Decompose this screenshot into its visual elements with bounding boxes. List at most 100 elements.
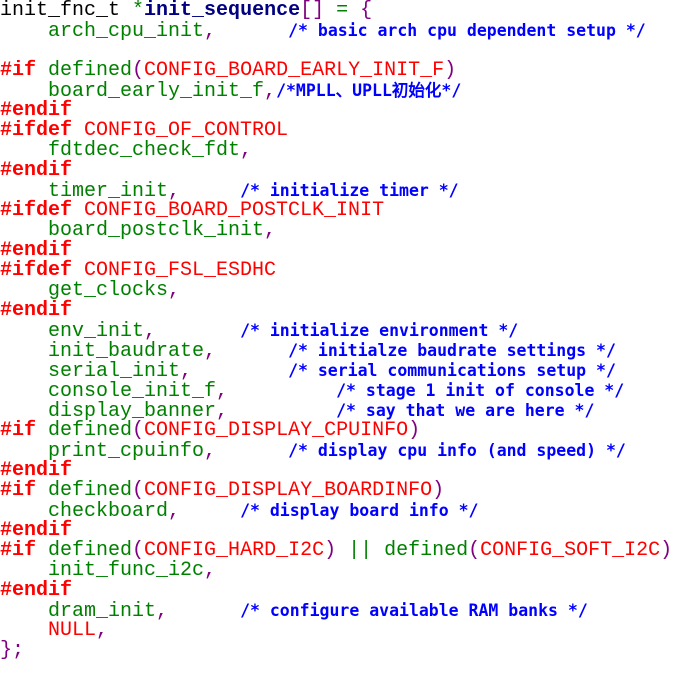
code-line	[0, 41, 672, 61]
code-text	[216, 20, 288, 43]
punctuation: )	[432, 479, 445, 502]
code-editor[interactable]: init_fnc_t *init_sequence[] = { arch_cpu…	[0, 1, 672, 661]
code-line: #ifdef CONFIG_FSL_ESDHC	[0, 261, 672, 281]
macro-name: CONFIG_DISPLAY_CPUINFO	[144, 419, 409, 442]
punctuation: )	[660, 539, 673, 562]
function-name: console_init_f	[0, 380, 217, 403]
function-name: *	[132, 0, 145, 22]
macro-name: CONFIG_SOFT_I2C	[480, 539, 661, 562]
function-name: init_func_i2c	[0, 559, 205, 582]
punctuation: ,	[168, 500, 181, 523]
code-line: display_banner, /* say that we are here …	[0, 400, 672, 423]
code-line: fdtdec_check_fdt,	[0, 141, 672, 161]
code-line: serial_init, /* serial communications se…	[0, 360, 672, 383]
code-line: timer_init, /* initialize timer */	[0, 180, 672, 203]
function-name: get_clocks	[0, 279, 169, 302]
punctuation: ,	[168, 279, 181, 302]
code-line: #endif	[0, 161, 672, 181]
preprocessor-directive: #if	[0, 539, 37, 562]
function-name: init_baudrate	[0, 340, 205, 363]
code-line: init_fnc_t *init_sequence[] = {	[0, 1, 672, 21]
comment: /* say that we are here */	[336, 401, 595, 420]
code-line: arch_cpu_init, /* basic arch cpu depende…	[0, 20, 672, 43]
comment: /* initialize environment */	[240, 321, 519, 340]
function-name: defined	[36, 539, 133, 562]
comment: /* stage 1 init of console */	[336, 381, 625, 400]
preprocessor-directive: #endif	[0, 239, 73, 262]
preprocessor-directive: #endif	[0, 99, 73, 122]
comment: /* initialize timer */	[240, 181, 459, 200]
function-name: env_init	[0, 320, 145, 343]
macro-name: CONFIG_HARD_I2C	[144, 539, 325, 562]
punctuation: (	[132, 479, 145, 502]
preprocessor-directive: #if	[0, 479, 37, 502]
code-line: console_init_f, /* stage 1 init of conso…	[0, 380, 672, 403]
punctuation: ,	[264, 80, 277, 103]
punctuation: ,	[216, 400, 229, 423]
code-line: #endif	[0, 581, 672, 601]
function-name: defined	[36, 479, 133, 502]
punctuation: )	[444, 59, 457, 82]
code-line: board_postclk_init,	[0, 221, 672, 241]
function-name: board_early_init_f	[0, 80, 265, 103]
function-name: print_cpuinfo	[0, 440, 205, 463]
punctuation: ,	[204, 340, 217, 363]
function-name: =	[324, 0, 361, 22]
code-line: #endif	[0, 521, 672, 541]
punctuation: (	[132, 539, 145, 562]
punctuation: ,	[180, 360, 193, 383]
preprocessor-directive: #endif	[0, 519, 73, 542]
punctuation: ,	[216, 380, 229, 403]
punctuation: []	[300, 0, 325, 22]
comment: /* initialze baudrate settings */	[288, 341, 616, 360]
function-name: arch_cpu_init	[0, 20, 205, 43]
comment: /* display cpu info (and speed) */	[288, 441, 626, 460]
code-line: init_baudrate, /* initialze baudrate set…	[0, 340, 672, 363]
comment: /*MPLL、UPLL初始化*/	[276, 81, 462, 100]
preprocessor-directive: #endif	[0, 459, 73, 482]
function-name: board_postclk_init	[0, 219, 265, 242]
code-line: #if defined(CONFIG_HARD_I2C) || defined(…	[0, 541, 672, 561]
macro-name: CONFIG_FSL_ESDHC	[72, 259, 277, 282]
function-name: defined	[36, 419, 133, 442]
punctuation: ,	[156, 600, 169, 623]
preprocessor-directive: #ifdef	[0, 259, 73, 282]
code-line: #endif	[0, 241, 672, 261]
punctuation: )	[324, 539, 337, 562]
code-text	[180, 500, 240, 523]
punctuation: (	[132, 419, 145, 442]
punctuation: {	[360, 0, 373, 22]
code-line: NULL,	[0, 621, 672, 641]
function-name: serial_init	[0, 360, 181, 383]
preprocessor-directive: #endif	[0, 579, 73, 602]
preprocessor-directive: #if	[0, 419, 37, 442]
identifier: init_sequence	[144, 0, 301, 22]
macro-name: NULL	[0, 619, 97, 642]
punctuation: ,	[240, 139, 253, 162]
punctuation: ;	[12, 639, 25, 662]
punctuation: (	[468, 539, 481, 562]
function-name: fdtdec_check_fdt	[0, 139, 241, 162]
macro-name: CONFIG_OF_CONTROL	[72, 119, 289, 142]
code-line: #if defined(CONFIG_DISPLAY_CPUINFO)	[0, 421, 672, 441]
code-line: #endif	[0, 101, 672, 121]
code-line: #endif	[0, 301, 672, 321]
preprocessor-directive: #ifdef	[0, 119, 73, 142]
code-text: init_fnc_t	[0, 0, 133, 22]
punctuation: ,	[204, 20, 217, 43]
comment: /* configure available RAM banks */	[240, 601, 588, 620]
code-line: #endif	[0, 461, 672, 481]
macro-name: CONFIG_BOARD_POSTCLK_INIT	[72, 199, 385, 222]
macro-name: CONFIG_DISPLAY_BOARDINFO	[144, 479, 433, 502]
punctuation: ,	[168, 180, 181, 203]
code-text	[168, 600, 240, 623]
punctuation: ,	[204, 440, 217, 463]
punctuation: ,	[144, 320, 157, 343]
code-line: dram_init, /* configure available RAM ba…	[0, 600, 672, 623]
code-line: checkboard, /* display board info */	[0, 500, 672, 523]
function-name: display_banner	[0, 400, 217, 423]
punctuation: ,	[204, 559, 217, 582]
code-line: #ifdef CONFIG_BOARD_POSTCLK_INIT	[0, 201, 672, 221]
preprocessor-directive: #endif	[0, 159, 73, 182]
preprocessor-directive: #if	[0, 59, 37, 82]
